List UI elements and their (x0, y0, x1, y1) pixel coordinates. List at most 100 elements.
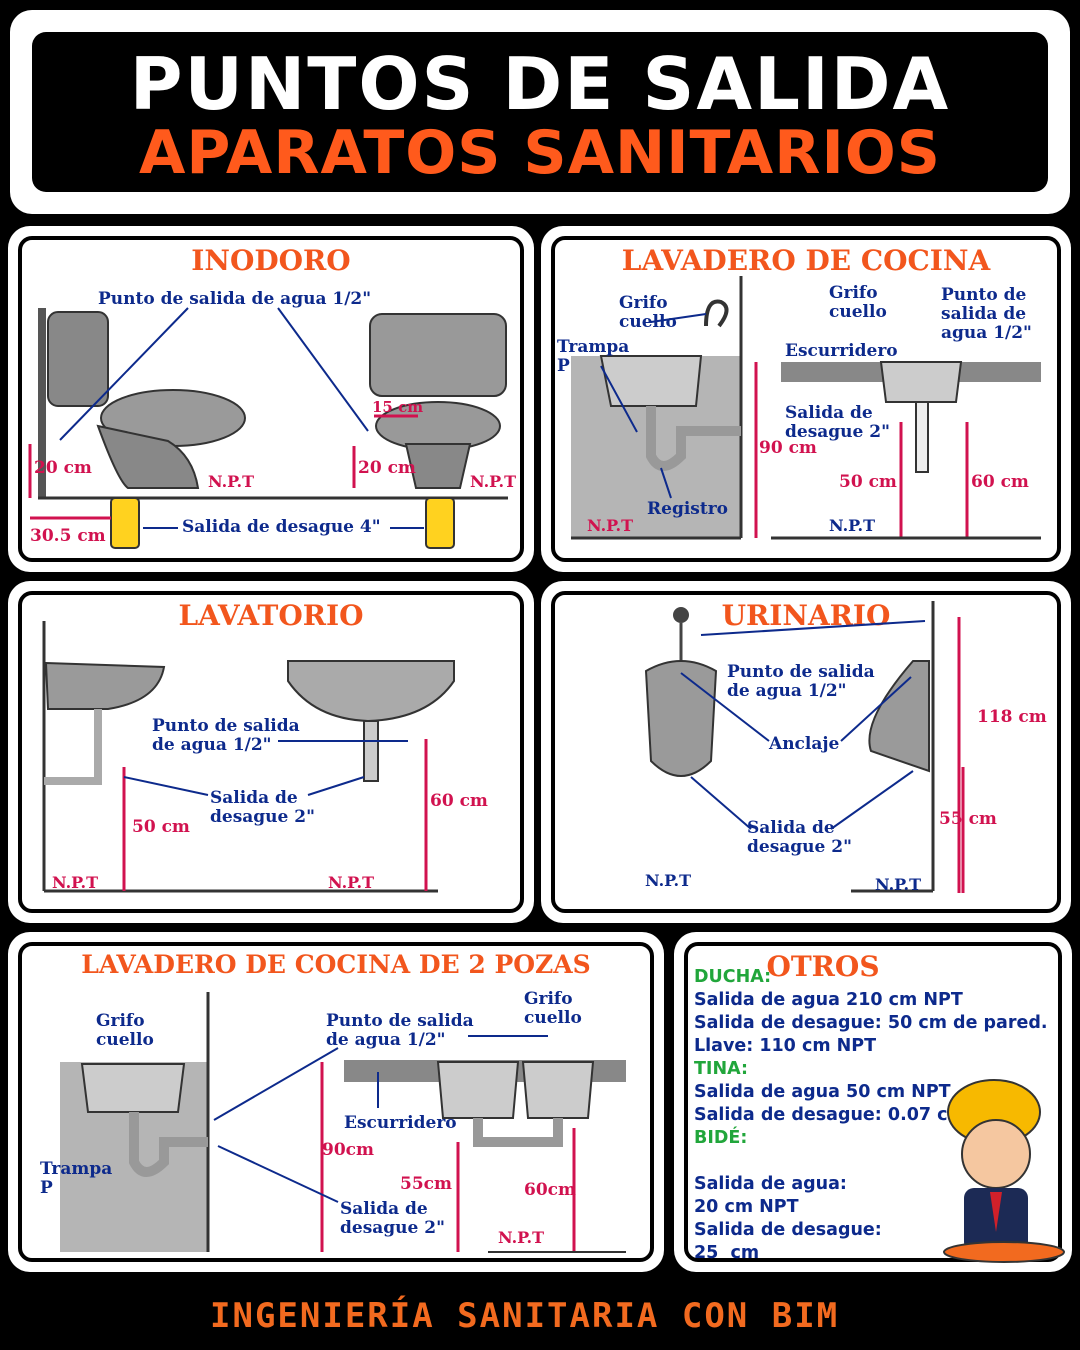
sink-front (287, 660, 455, 723)
wall-hatch (38, 308, 46, 498)
arrow-line (277, 307, 369, 432)
npt-label-2: N.P.T (829, 516, 876, 535)
panel-title-inodoro: INODORO (191, 244, 351, 277)
otros-line: Salida de agua 50 cm NPT (694, 1082, 951, 1102)
npt-label: N.P.T (498, 1228, 545, 1247)
label-registro: Registro (647, 499, 729, 519)
label-trampa: Trampa P (557, 337, 630, 376)
toilet-base-front (404, 443, 472, 489)
otros-line: Salida de agua 210 cm NPT (694, 990, 963, 1010)
otros-section-heading: BIDÉ: (694, 1128, 748, 1148)
label-trampa: Trampa P (40, 1159, 113, 1198)
label-grifo-2: Grifo cuello (524, 989, 582, 1028)
otros-line: Salida de desague: 0.07 cm (694, 1105, 966, 1125)
panel-otros: OTROS DUCHA: Salida de agua 210 cm NPT Sal… (674, 932, 1072, 1272)
label-grifo-1: Grifo cuello (96, 1011, 154, 1050)
arrow-line (700, 620, 926, 636)
drain-front (363, 720, 379, 782)
panel-frame (684, 942, 1062, 1262)
otros-line: 25 cm (694, 1243, 760, 1263)
label-anclaje: Anclaje (769, 734, 840, 754)
page-subtitle: APARATOS SANITARIOS (139, 118, 941, 188)
npt-label-2: N.P.T (328, 873, 375, 892)
label-punto: Punto de salida de agua 1/2" (941, 285, 1032, 343)
lavatorio-diagram (42, 621, 455, 893)
sink-basin-2 (521, 1061, 595, 1119)
dim-55: 55cm (400, 1174, 452, 1194)
cocina-diagram (571, 276, 1041, 540)
panel-frame (18, 591, 524, 913)
arrow-line (217, 1145, 339, 1203)
p-trap (646, 406, 741, 471)
label-escurridero: Escurridero (344, 1113, 457, 1133)
otros-line: Salida de desague: (694, 1220, 882, 1240)
arrow-line (600, 365, 638, 433)
dim-118: 118 cm (977, 707, 1047, 727)
face-icon (961, 1119, 1031, 1189)
otros-section-heading: TINA: (694, 1059, 748, 1079)
arrow-line (660, 467, 672, 499)
panel-inodoro: INODORO Punto de salida de agua 1/2" 20 … (8, 226, 534, 572)
arrow-line (213, 1047, 339, 1121)
otros-line: Llave: 110 cm NPT (694, 1036, 877, 1056)
npt-label-2: N.P.T (470, 472, 517, 491)
drain-front (915, 401, 929, 473)
dim-60: 60 cm (430, 791, 488, 811)
footer: INGENIERÍA SANITARIA CON BIM (0, 1280, 1080, 1350)
tie-icon (990, 1192, 1002, 1232)
label-salida: Salida de desague 2" (340, 1199, 445, 1238)
toilet-tank-front (369, 313, 507, 397)
dim-305: 30.5 cm (30, 526, 106, 546)
page-title: PUNTOS DE SALIDA (129, 42, 951, 126)
panel-title-otros: OTROS (766, 950, 880, 983)
p-trap (129, 1112, 208, 1177)
panel-cocina: LAVADERO DE COCINA Grifo cuello Trampa P… (541, 226, 1071, 572)
dim-55: 55 cm (939, 809, 997, 829)
panel-title-lavatorio: LAVATORIO (178, 599, 364, 632)
panel-frame (551, 236, 1061, 562)
arrow-line (59, 307, 189, 441)
otros-line: Salida de agua: (694, 1174, 847, 1194)
faucet (704, 299, 729, 328)
urinario-diagram (644, 601, 965, 893)
otros-line: 20 cm NPT (694, 1197, 799, 1217)
inodoro-diagram (28, 307, 508, 549)
otros-section-heading: DUCHA: (694, 967, 772, 987)
footer-text: INGENIERÍA SANITARIA CON BIM (210, 1296, 840, 1336)
sink-basin-1 (436, 1061, 520, 1119)
label-water-point: Punto de salida de agua 1/2" (98, 289, 372, 309)
sink-basin-front (879, 361, 963, 403)
panel-cocina-2-pozas: LAVADERO DE COCINA DE 2 POZAS Grifo cuel… (8, 932, 664, 1272)
otros-line: Salida de desague: 50 cm de pared. (694, 1013, 1048, 1033)
toilet-base (96, 424, 200, 489)
label-grifo-2: Grifo cuello (829, 283, 887, 322)
urinal-side (868, 660, 930, 773)
toilet-tank (47, 311, 109, 407)
base-ring-icon (943, 1241, 1065, 1263)
cocina2-diagram (60, 992, 626, 1253)
panel-frame (18, 236, 524, 562)
arrow-line (650, 313, 707, 323)
double-trap (473, 1118, 563, 1147)
dim-right-20: 20 cm (358, 458, 416, 478)
label-escurridero: Escurridero (785, 341, 898, 361)
dim-90: 90 cm (759, 438, 817, 458)
dim-50: 50 cm (839, 472, 897, 492)
npt-label-1: N.P.T (208, 472, 255, 491)
arrow-line (307, 776, 365, 796)
label-punto: Punto de salida de agua 1/2" (727, 662, 875, 701)
arrow-line (680, 672, 770, 742)
sink-side (44, 661, 166, 710)
panel-title-cocina2: LAVADERO DE COCINA DE 2 POZAS (81, 950, 591, 979)
urinal-front (644, 660, 718, 777)
label-punto: Punto de salida de agua 1/2" (152, 716, 300, 755)
arrow-line (840, 676, 912, 742)
drain-pipe-front (425, 497, 455, 549)
panel-lavatorio: LAVATORIO Punto de salida de agua 1/2" S… (8, 581, 534, 923)
dim-90: 90cm (322, 1140, 374, 1160)
dim-50: 50 cm (132, 817, 190, 837)
drain-pipe (110, 497, 140, 549)
label-grifo-1: Grifo cuello (619, 293, 677, 332)
npt-label-1: N.P.T (52, 873, 99, 892)
label-drain: Salida de desague 4" (182, 517, 381, 537)
